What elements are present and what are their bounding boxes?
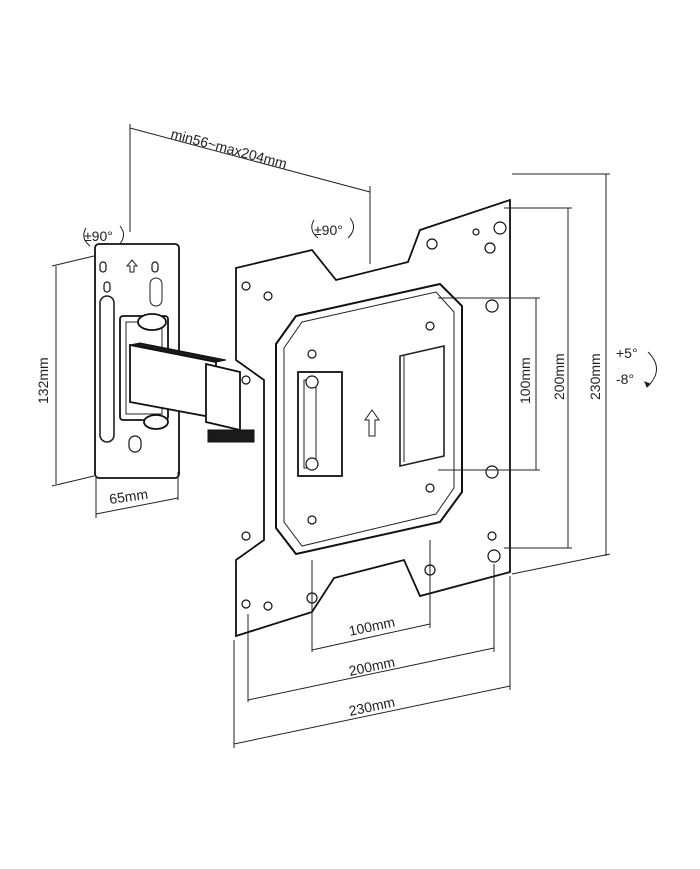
arm-extension-label: min56~max204mm	[169, 125, 289, 171]
wall-plate-height-label: 132mm	[35, 357, 51, 404]
plate-total-height-label: 230mm	[587, 353, 603, 400]
swing-arm	[129, 313, 255, 443]
swivel-left-label: ±90°	[84, 228, 113, 244]
wall-plate-height-dimension: 132mm	[35, 255, 95, 487]
vesa-middle-horizontal-label: 200mm	[347, 654, 396, 679]
arm-extension-dimension: min56~max204mm	[129, 124, 371, 264]
vesa-middle-vertical-dimension: 200mm	[504, 207, 572, 549]
wall-plate-width-label: 65mm	[108, 486, 149, 507]
tilt-up-label: +5°	[616, 345, 638, 361]
swivel-left-indicator: ±90°	[83, 225, 124, 247]
swivel-right-label: ±90°	[314, 222, 343, 238]
wall-plate-width-dimension: 65mm	[95, 472, 179, 518]
tilt-down-label: -8°	[616, 371, 634, 387]
plate-total-width-dimension: 230mm	[233, 576, 511, 748]
plate-total-height-dimension: 230mm	[511, 173, 611, 575]
swivel-right-indicator: ±90°	[311, 217, 354, 239]
vesa-inner-horizontal-label: 100mm	[347, 614, 396, 639]
vesa-inner-vertical-dimension: 100mm	[438, 297, 540, 471]
tv-plate	[235, 198, 511, 638]
vesa-middle-vertical-label: 200mm	[551, 353, 567, 400]
vesa-inner-vertical-label: 100mm	[517, 357, 533, 404]
tilt-indicator: +5° -8°	[616, 345, 657, 388]
